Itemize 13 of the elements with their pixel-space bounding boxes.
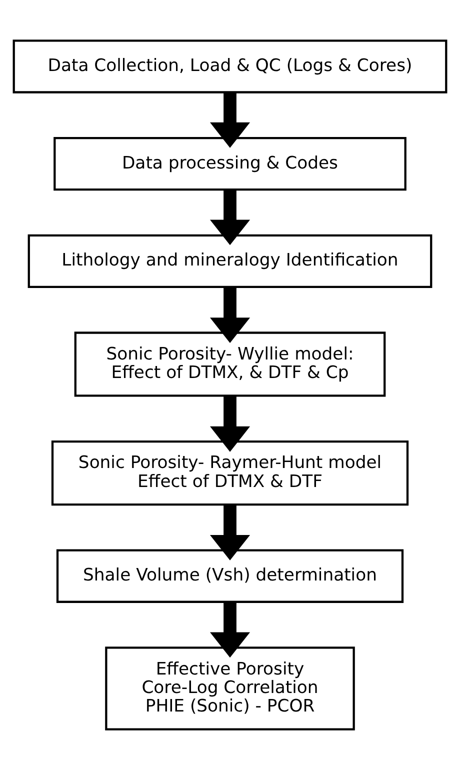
arrow: [210, 286, 250, 343]
arrow: [210, 395, 250, 452]
arrow: [210, 190, 250, 245]
node-box: Data Collection, Load & QC (Logs & Cores): [12, 39, 448, 93]
node-box: Lithology and mineralogy Identification: [28, 234, 432, 288]
node-box: Data processing & Codes: [54, 136, 406, 190]
node-box: Sonic Porosity- Wyllie model: Effect of DTMX, & DTF & Cp: [74, 331, 386, 396]
arrow: [210, 602, 250, 658]
node-box: Sonic Porosity- Raymer-Hunt model Effect of DTMX & DTF: [51, 440, 409, 506]
arrow: [210, 92, 250, 148]
node-box: Effective Porosity Core-Log Correlation PHIE (Sonic) - PCOR: [105, 646, 355, 730]
arrow: [210, 504, 250, 560]
node-box: Shale Volume (Vsh) determination: [56, 548, 404, 602]
